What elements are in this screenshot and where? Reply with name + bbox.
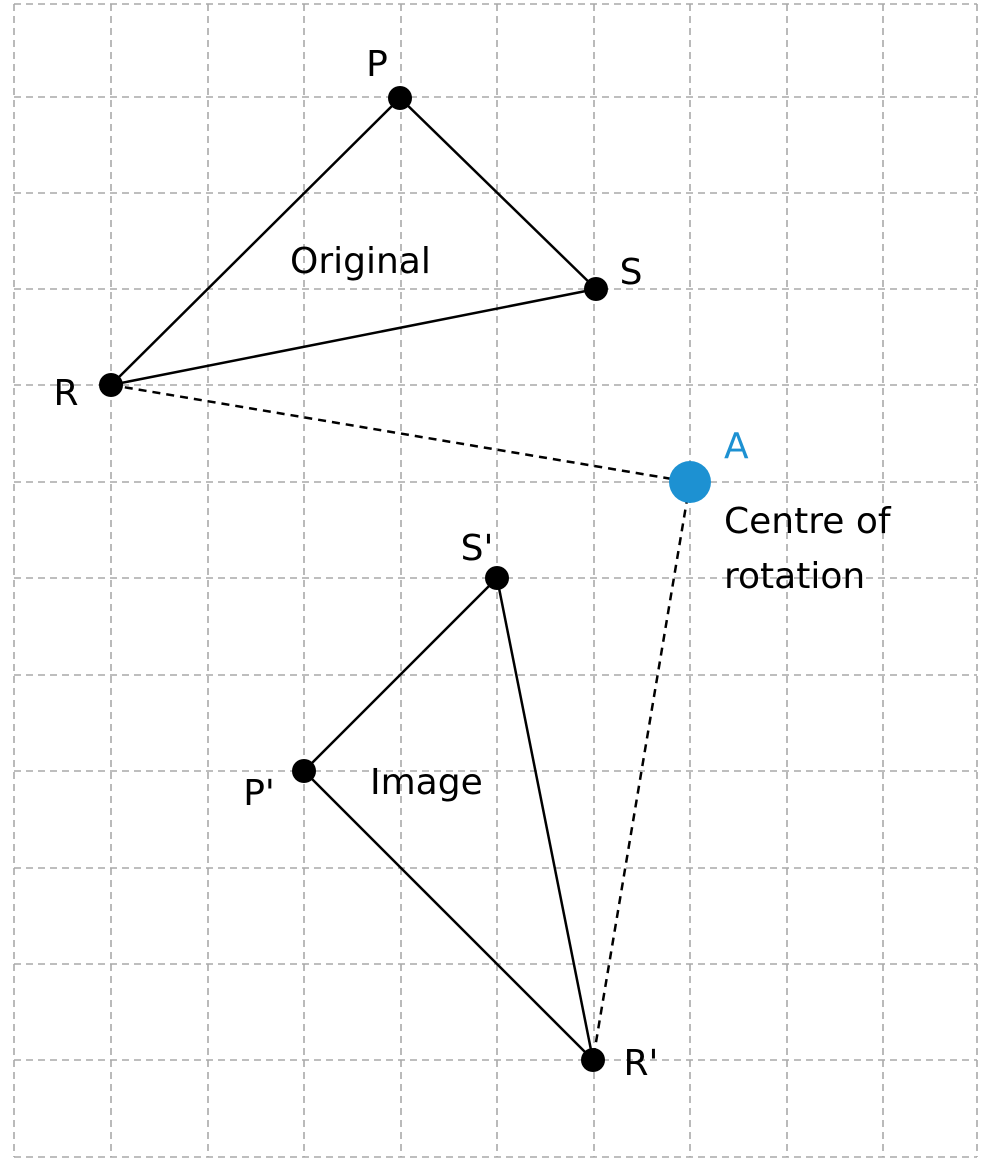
vertex-r-prime <box>581 1048 605 1072</box>
label-r: R <box>53 373 78 414</box>
edge-r-p <box>110 97 401 386</box>
centre-of-rotation-point <box>669 461 711 503</box>
label-s-prime: S' <box>461 528 494 569</box>
image-triangle <box>303 577 595 1061</box>
vertex-p-prime <box>292 759 316 783</box>
dashed-r-to-a <box>110 383 691 484</box>
edge-s-r <box>110 287 597 387</box>
vertex-s <box>584 277 608 301</box>
vertex-r <box>99 373 123 397</box>
label-p: P <box>366 44 388 85</box>
vertex-p <box>388 86 412 110</box>
vertex-s-prime <box>485 566 509 590</box>
label-a: A <box>724 426 749 467</box>
edge-p-s <box>399 97 597 290</box>
grid <box>13 3 978 1158</box>
original-triangle <box>110 97 597 387</box>
original-label: Original <box>290 241 431 282</box>
edge-p-prime-r-prime <box>303 770 594 1061</box>
label-p-prime: P' <box>243 773 275 814</box>
centre-caption-line1: Centre of <box>724 501 892 542</box>
label-r-prime: R' <box>624 1043 659 1084</box>
edge-r-prime-s-prime <box>495 577 595 1061</box>
label-s: S <box>620 252 643 293</box>
centre-caption-line2: rotation <box>724 556 865 597</box>
edge-s-prime-p-prime <box>303 577 498 772</box>
image-label: Image <box>370 762 483 803</box>
